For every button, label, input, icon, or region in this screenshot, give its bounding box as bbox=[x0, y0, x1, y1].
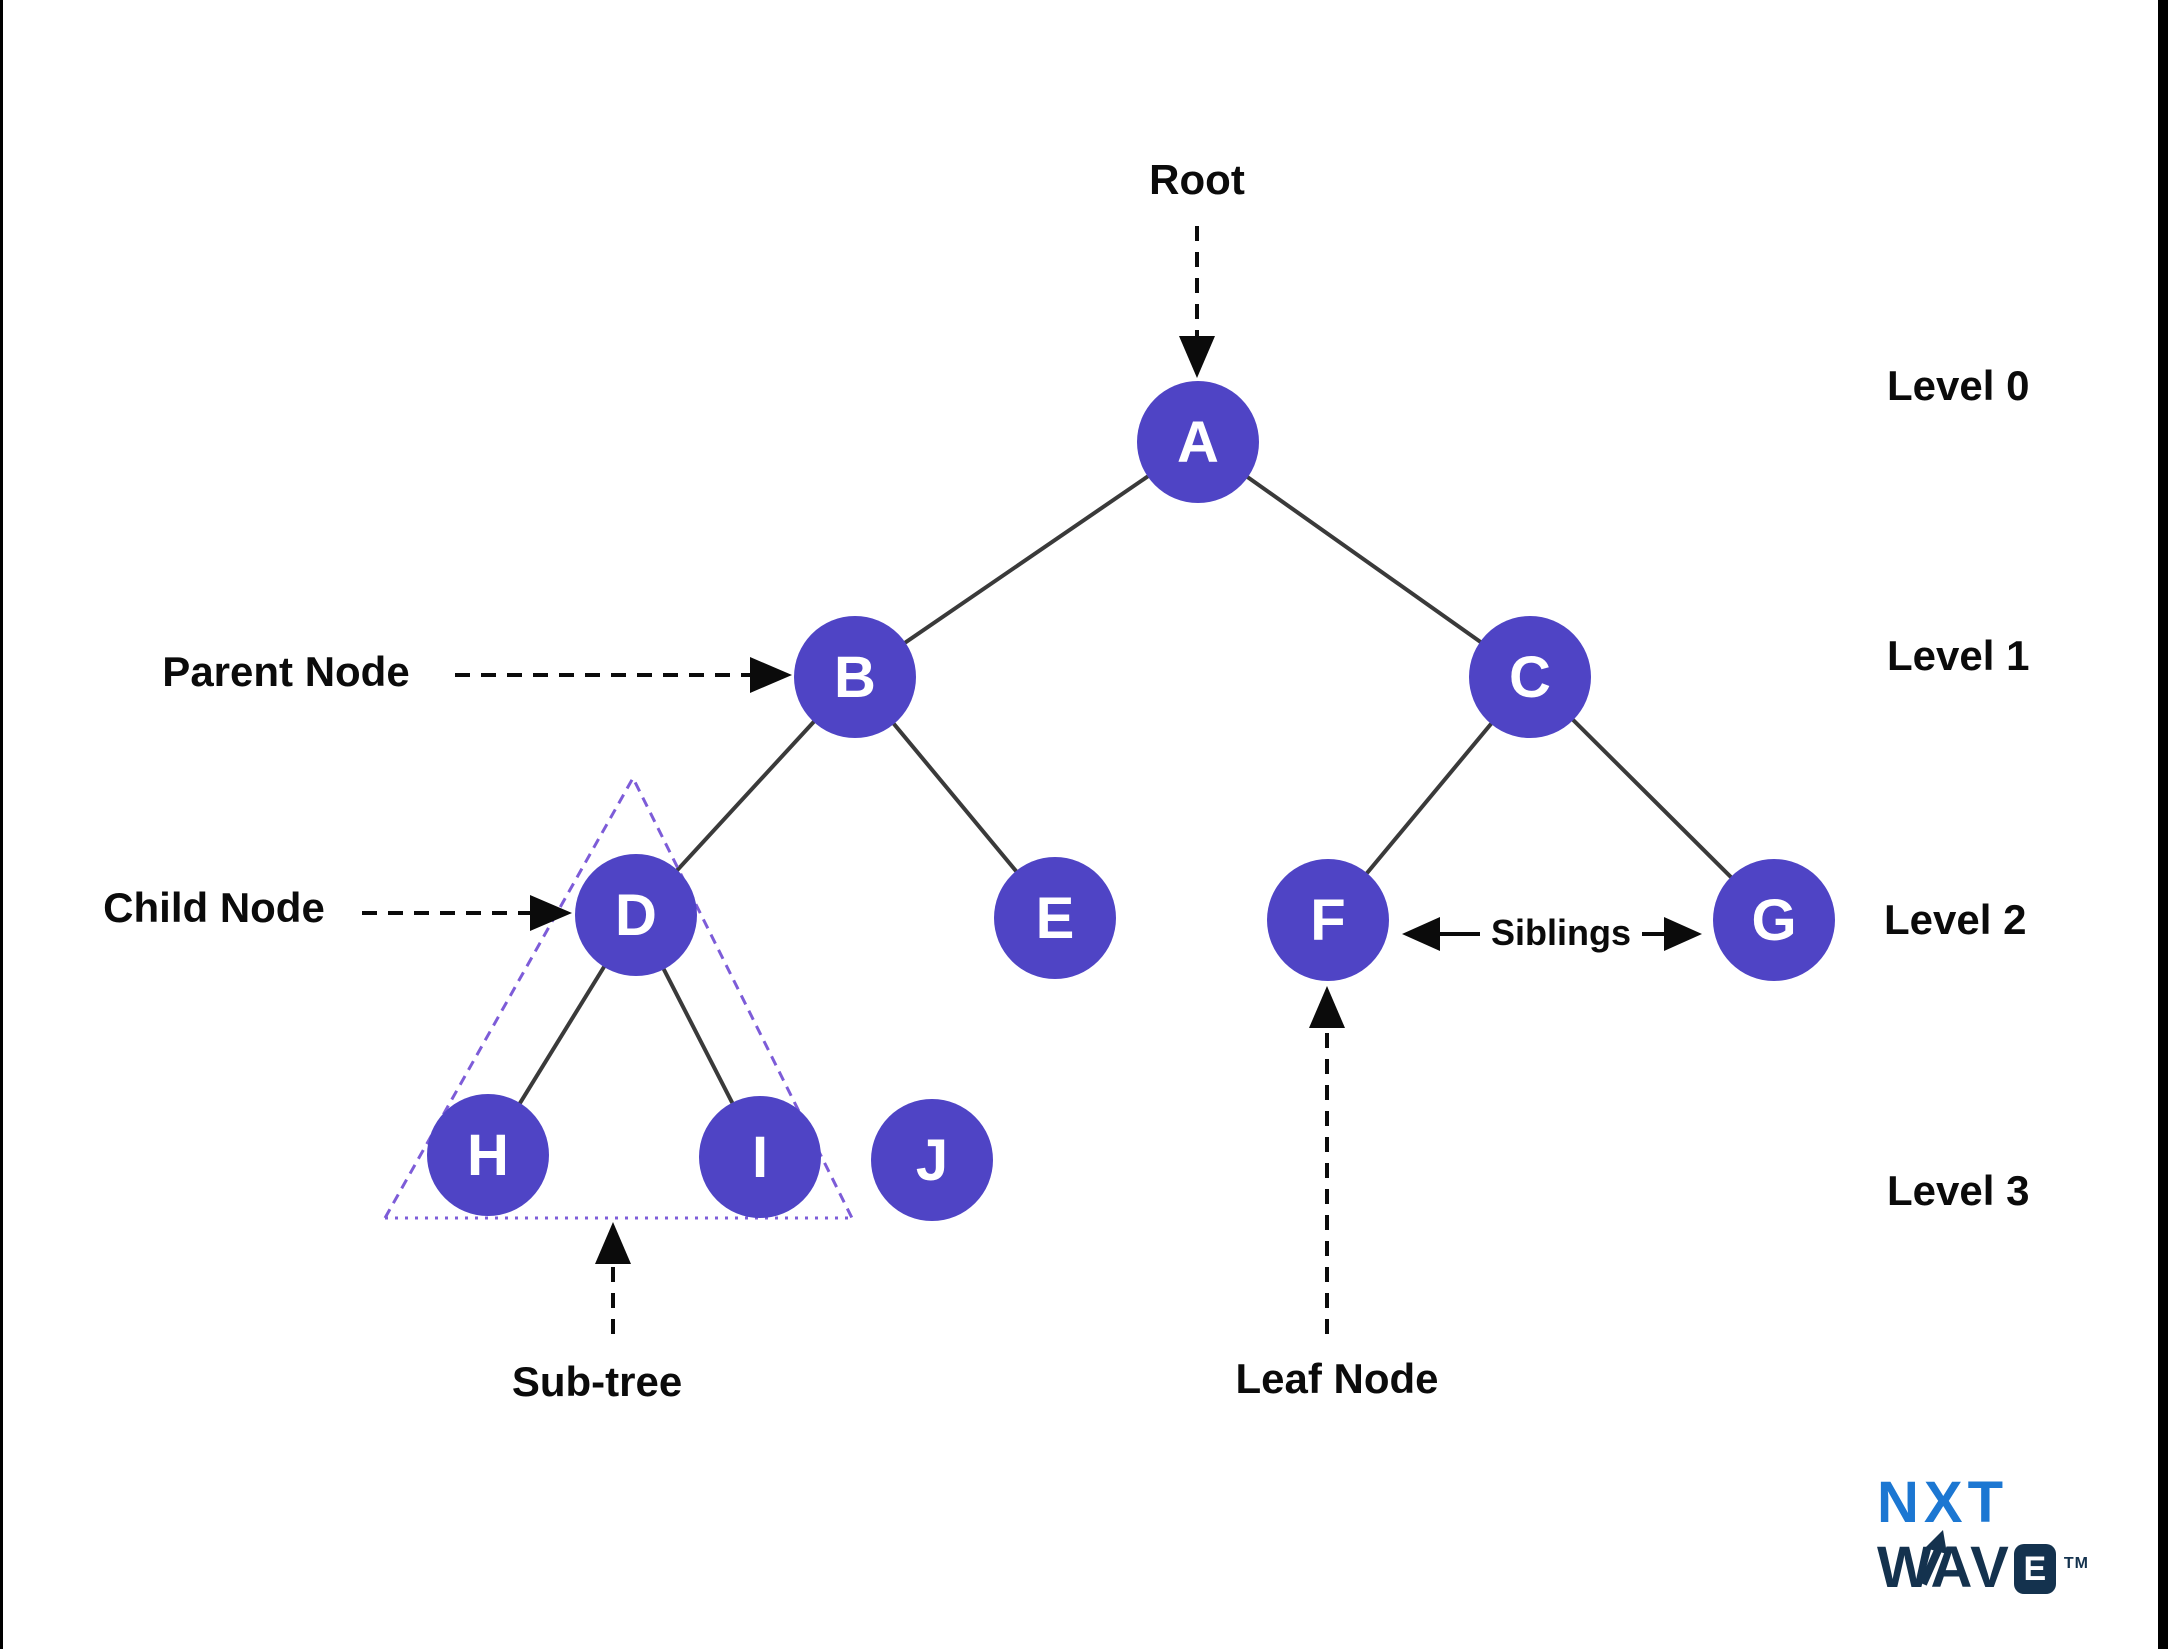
tree-node-d: D bbox=[575, 854, 697, 976]
tree-edges bbox=[486, 440, 1776, 1158]
left-black-border bbox=[0, 0, 3, 1649]
tree-node-j: J bbox=[871, 1099, 993, 1221]
tree-node-h: H bbox=[427, 1094, 549, 1216]
logo-nxt-text: NXT bbox=[1877, 1470, 2008, 1535]
tree-node-i: I bbox=[699, 1096, 821, 1218]
child-node-label: Child Node bbox=[103, 884, 325, 931]
level-3-label: Level 3 bbox=[1887, 1167, 2030, 1214]
logo-wave-arrow-icon bbox=[1919, 1530, 1947, 1586]
tree-node-a: A bbox=[1137, 381, 1259, 503]
level-2-label: Level 2 bbox=[1884, 896, 2027, 943]
tree-node-e: E bbox=[994, 857, 1116, 979]
subtree-label: Sub-tree bbox=[511, 1358, 683, 1405]
siblings-label: Siblings bbox=[1490, 912, 1632, 953]
logo-e-box: E bbox=[2013, 1544, 2056, 1594]
tree-node-f: F bbox=[1267, 859, 1389, 981]
child-arrowhead bbox=[530, 895, 572, 931]
siblings-left-arrowhead bbox=[1402, 917, 1440, 951]
right-black-border bbox=[2158, 0, 2168, 1649]
tree-node-c: C bbox=[1469, 616, 1591, 738]
root-arrowhead bbox=[1179, 336, 1215, 378]
tree-node-g: G bbox=[1713, 859, 1835, 981]
siblings-right-arrowhead bbox=[1664, 917, 1702, 951]
edge-a-b bbox=[853, 440, 1200, 679]
logo-tm-mark: TM bbox=[2063, 1555, 2089, 1572]
tree-node-b: B bbox=[794, 616, 916, 738]
subtree-arrowhead bbox=[595, 1222, 631, 1264]
parent-arrowhead bbox=[750, 657, 792, 693]
level-1-label: Level 1 bbox=[1887, 632, 2030, 679]
level-0-label: Level 0 bbox=[1887, 362, 2030, 409]
root-label: Root bbox=[1149, 156, 1245, 203]
leaf-node-label: Leaf Node bbox=[1235, 1355, 1439, 1402]
edge-a-c bbox=[1196, 440, 1532, 679]
leaf-arrowhead bbox=[1309, 986, 1345, 1028]
parent-node-label: Parent Node bbox=[162, 648, 410, 695]
logo-wav-letters: WAV bbox=[1877, 1535, 2011, 1600]
